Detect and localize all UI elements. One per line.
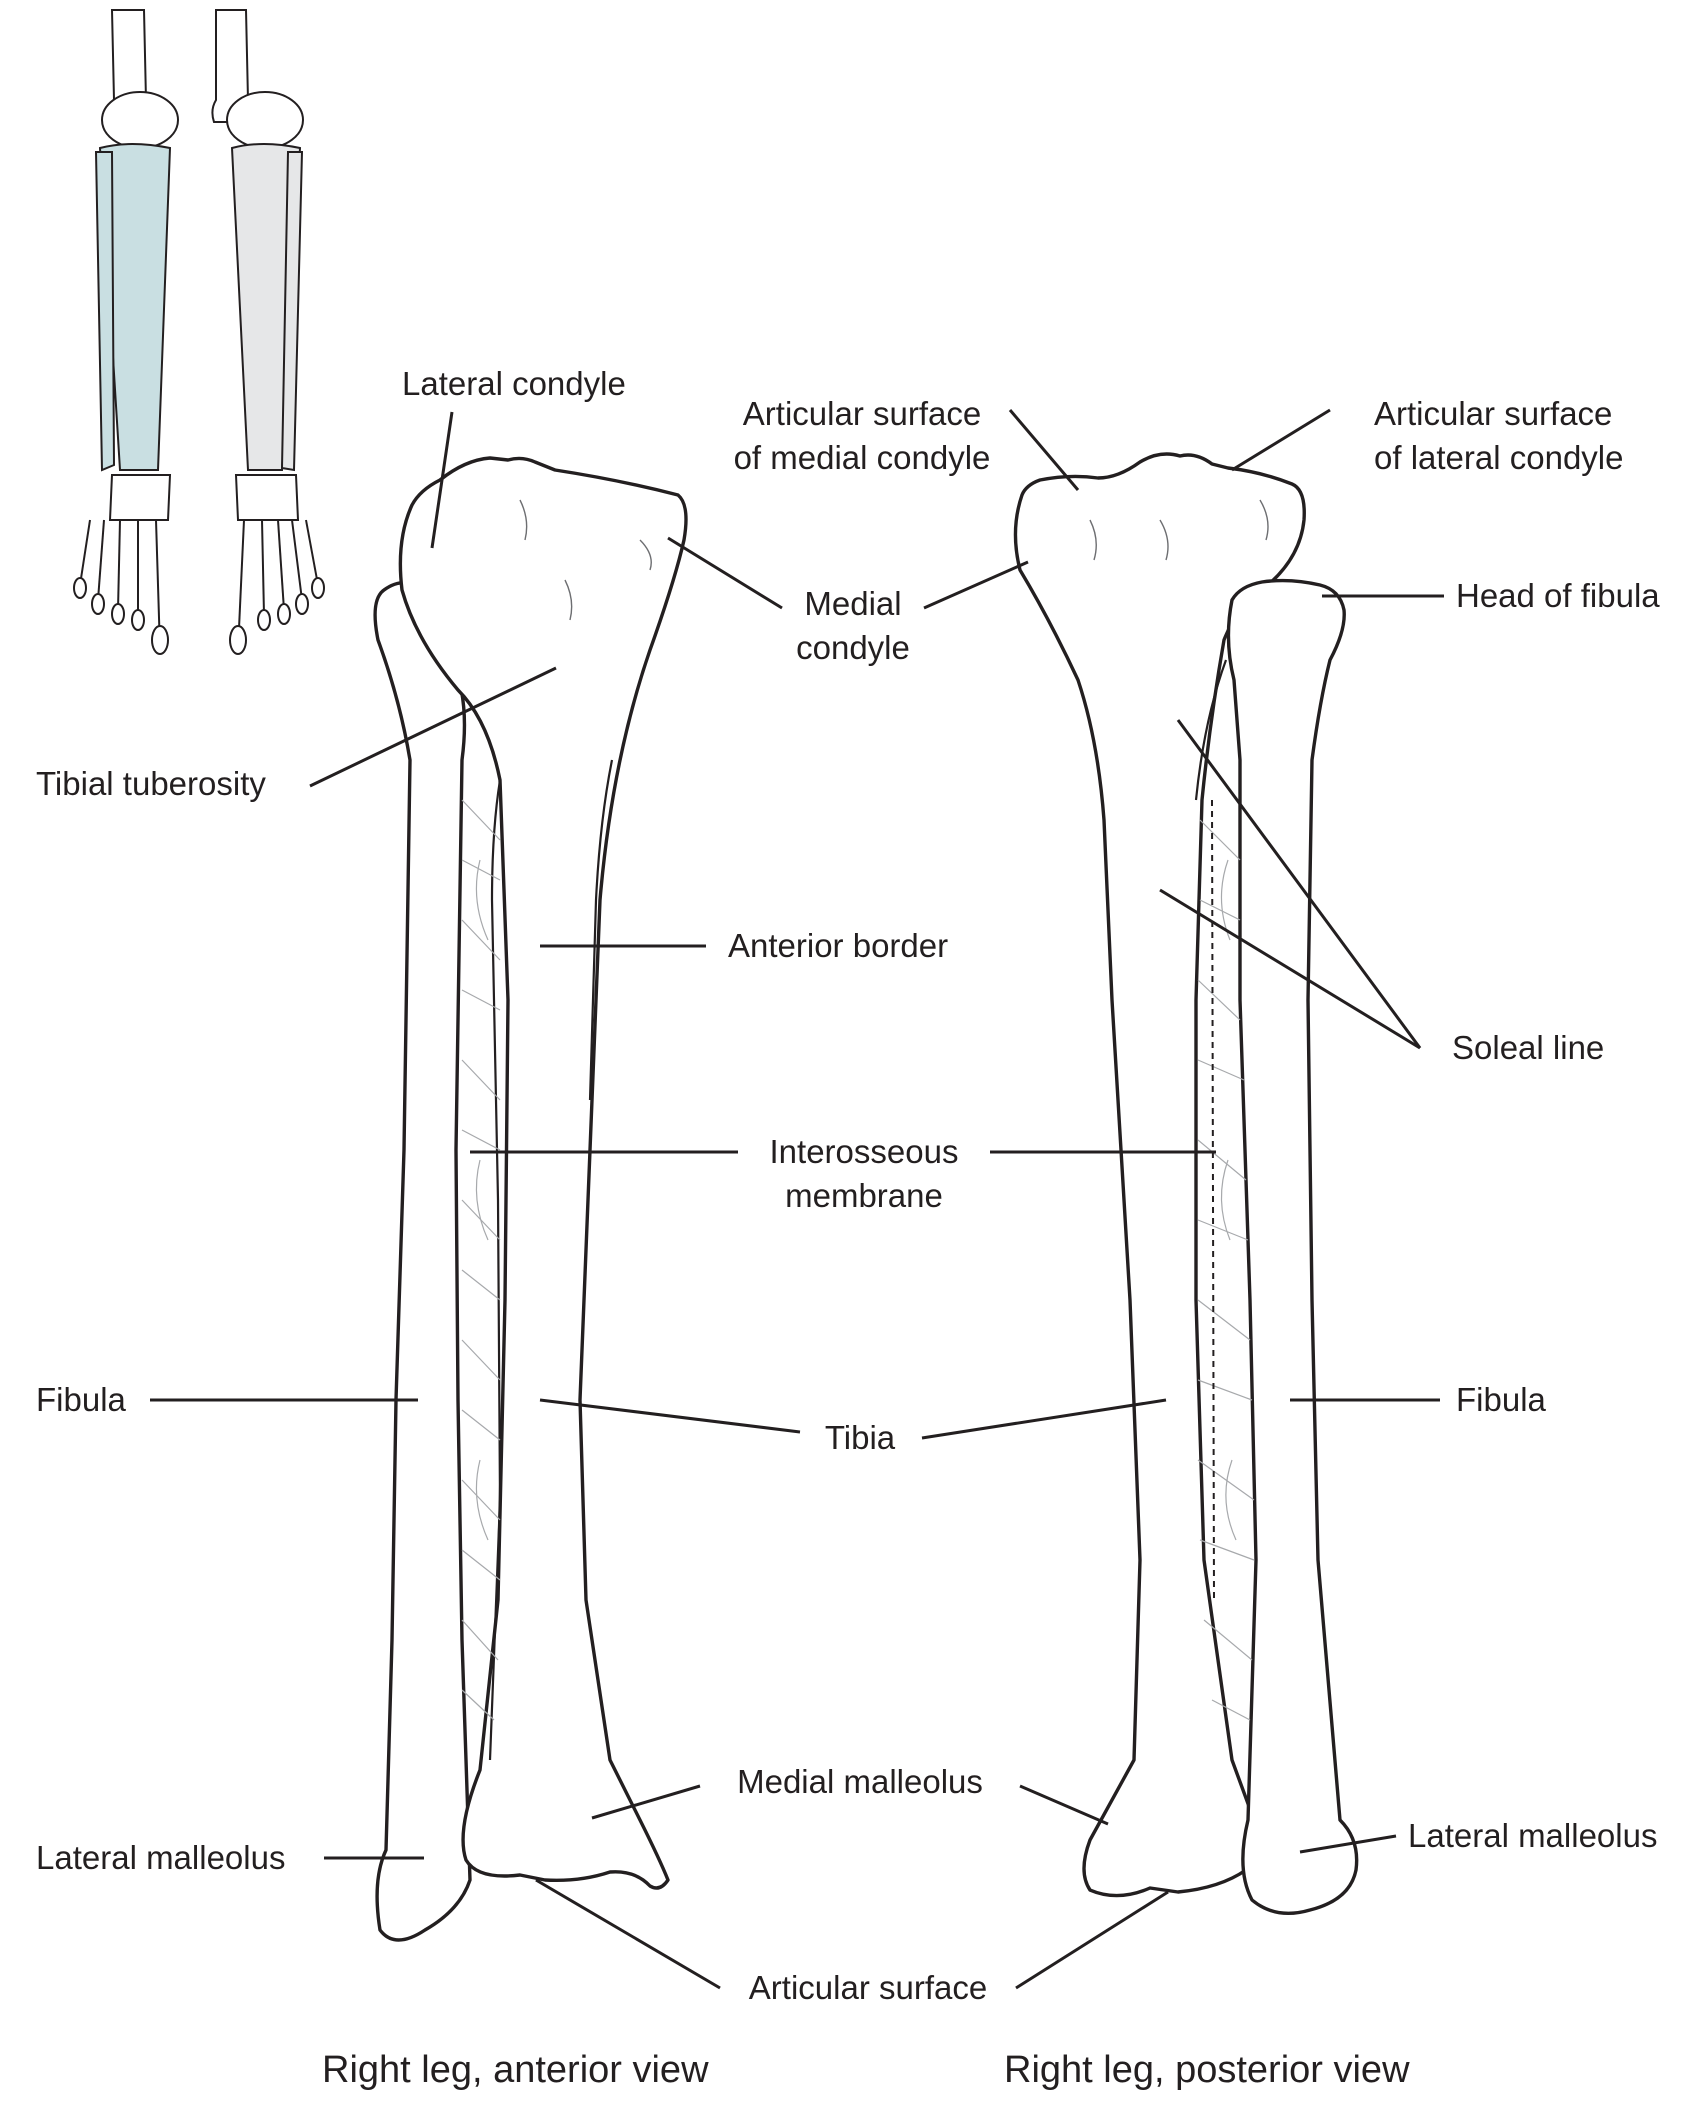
- anterior-condyle-detail: [519, 499, 652, 621]
- label-artic-lateral-line2: of lateral condyle: [1374, 439, 1624, 476]
- label-fibula-left: Fibula: [36, 1381, 126, 1418]
- label-medial-malleolus: Medial malleolus: [737, 1763, 983, 1800]
- posterior-view: [1013, 452, 1359, 1916]
- label-anterior-border: Anterior border: [728, 927, 949, 964]
- posterior-interosseous-fibers: [1197, 819, 1255, 1721]
- anterior-tibia-edge: [488, 779, 502, 1761]
- label-artic-lateral-line1: Articular surface: [1374, 395, 1613, 432]
- label-lateral-malleolus-left: Lateral malleolus: [36, 1839, 286, 1876]
- label-interosseous-line2: membrane: [785, 1177, 943, 1214]
- posterior-fibula: [1226, 578, 1359, 1916]
- inset-skeleton: [73, 9, 325, 655]
- label-tibia: Tibia: [824, 1419, 896, 1456]
- label-articular-surface: Articular surface: [748, 1969, 988, 2006]
- inset-tibia-left: [98, 143, 172, 471]
- posterior-soleal-ridge: [1194, 659, 1228, 801]
- caption-anterior-view: Right leg, anterior view: [322, 2049, 709, 2091]
- label-tibial-tuberosity: Tibial tuberosity: [36, 765, 266, 802]
- label-lateral-condyle: Lateral condyle: [402, 365, 626, 402]
- anterior-border-ridge: [588, 759, 614, 1101]
- leader-articular-surface-post: [1015, 1890, 1169, 1990]
- leader-articular-surface-ant: [535, 1878, 721, 1990]
- leader-artic-lateral: [1231, 408, 1331, 472]
- posterior-membrane-edge: [1211, 799, 1215, 1601]
- inset-foot-right: [229, 474, 325, 655]
- label-head-of-fibula: Head of fibula: [1456, 577, 1660, 614]
- label-artic-medial-line1: Articular surface: [742, 395, 982, 432]
- anterior-fibula: [373, 580, 472, 1942]
- leader-artic-medial: [1008, 409, 1080, 491]
- posterior-condyle-detail: [1089, 499, 1269, 561]
- leader-soleal-line-b: [1159, 888, 1421, 1050]
- leader-medial-condyle-ant: [667, 536, 783, 610]
- inset-knee-left: [101, 91, 179, 149]
- label-artic-medial-line2: of medial condyle: [733, 439, 991, 476]
- leader-soleal-line-a: [1176, 719, 1422, 1049]
- label-fibula-right: Fibula: [1456, 1381, 1546, 1418]
- leader-lateral-condyle: [430, 411, 454, 549]
- label-soleal-line: Soleal line: [1452, 1029, 1605, 1066]
- leader-medial-condyle-post: [923, 560, 1029, 610]
- anterior-view: [373, 456, 688, 1942]
- inset-knee-right: [226, 91, 304, 149]
- label-interosseous-line1: Interosseous: [769, 1133, 959, 1170]
- anterior-tibia: [398, 456, 688, 1890]
- caption-posterior-view: Right leg, posterior view: [1004, 2049, 1410, 2091]
- leader-tibia-post: [921, 1398, 1167, 1440]
- label-lateral-malleolus-right: Lateral malleolus: [1408, 1817, 1658, 1854]
- inset-fibula-left: [94, 151, 116, 472]
- posterior-tibia: [1013, 452, 1306, 1898]
- leader-medial-malleolus-ant: [591, 1784, 701, 1820]
- anterior-interosseous-fibers: [461, 799, 501, 1721]
- label-medial-condyle-line2: condyle: [796, 629, 910, 666]
- leader-lateral-malleolus-post: [1299, 1834, 1397, 1854]
- leader-tibia-ant: [539, 1398, 801, 1434]
- leader-tibial-tuberosity: [309, 666, 557, 788]
- leader-medial-malleolus-post: [1019, 1784, 1109, 1826]
- inset-fibula-right: [280, 151, 304, 472]
- inset-foot-left: [73, 474, 172, 655]
- label-medial-condyle-line1: Medial: [804, 585, 902, 622]
- leader-lines: [150, 408, 1444, 1990]
